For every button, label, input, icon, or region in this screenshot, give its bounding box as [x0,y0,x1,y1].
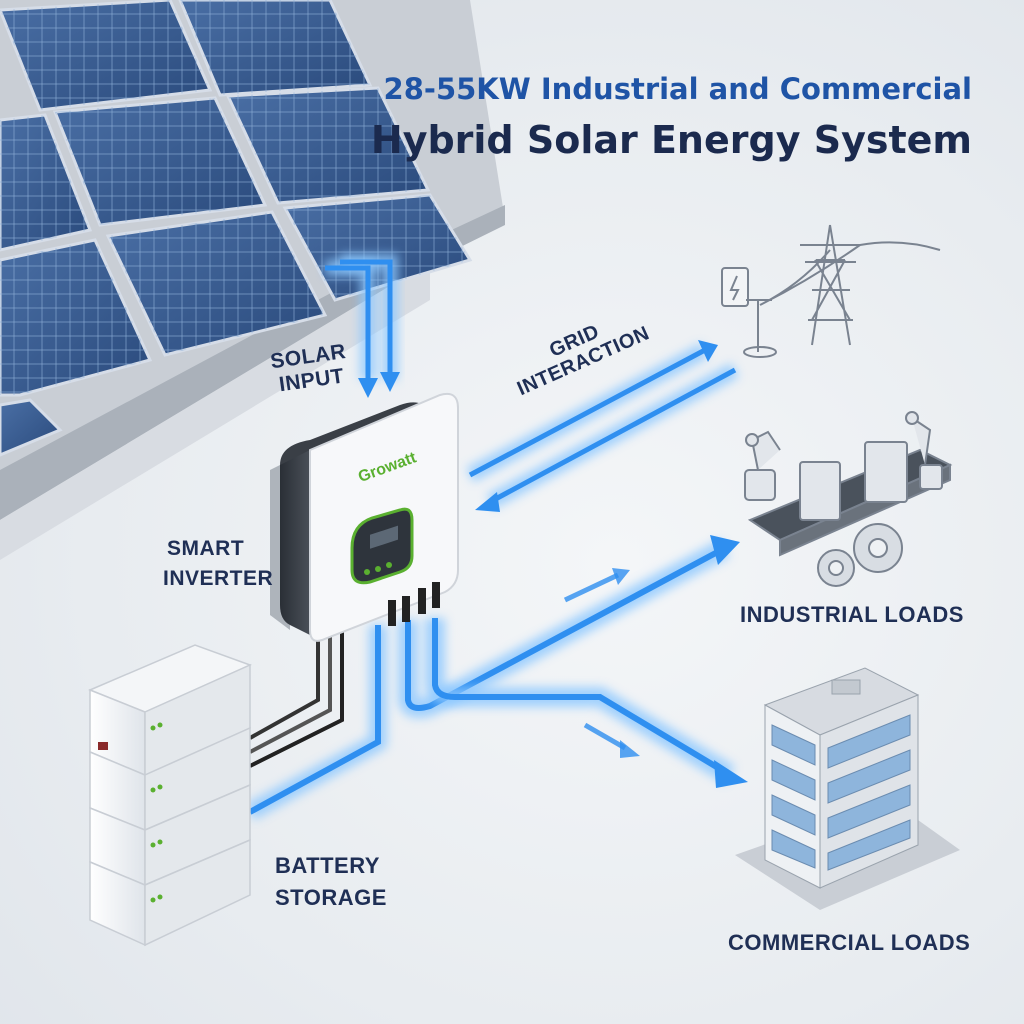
smart-inverter-label: SMART INVERTER [163,534,273,594]
gears-icon [817,523,903,587]
factory-robot-arms-icon [744,411,953,557]
arrow-to-industrial [710,535,740,565]
office-building-icon [735,667,960,910]
industrial-loads-label: INDUSTRIAL LOADS [740,602,964,627]
solar-panel-array [0,0,473,457]
battery-line2: STORAGE [275,885,387,910]
inverter [270,392,459,642]
smart-inverter-line2: INVERTER [163,567,274,590]
title-line2: Hybrid Solar Energy System [370,118,972,162]
electrical-box-icon [721,267,749,307]
arrow-to-commercial [714,760,748,788]
battery-storage-label: BATTERY STORAGE [275,850,387,914]
battery-line1: BATTERY [275,853,380,878]
title-line1: 28-55KW Industrial and Commercial [383,72,972,106]
inverter-battery-cables [245,625,387,820]
battery-stack [88,644,252,947]
commercial-loads-label: COMMERCIAL LOADS [728,930,971,955]
grid-flows [466,340,739,512]
smart-inverter-line1: SMART [167,537,245,560]
load-flows [398,535,748,788]
solar-flow [325,254,400,398]
power-grid-tower-icon [721,224,941,358]
